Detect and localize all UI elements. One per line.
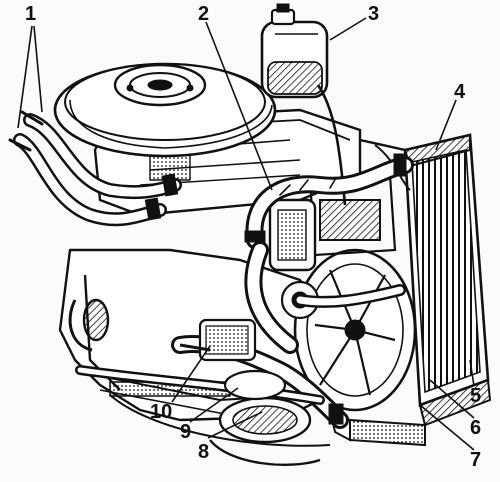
alternator-pulleys	[179, 318, 312, 444]
callout-8: 8	[198, 441, 210, 463]
callout-4: 4	[454, 81, 466, 103]
callout-9: 9	[180, 421, 192, 443]
callout-3: 3	[368, 3, 380, 25]
callout-1: 1	[25, 3, 37, 25]
air-filter	[53, 62, 277, 158]
callout-6: 6	[470, 417, 482, 439]
callout-5: 5	[470, 385, 482, 407]
oil-pan	[109, 394, 331, 467]
radiator	[328, 133, 492, 447]
leader-lines	[17, 17, 475, 451]
expansion-tank	[260, 3, 347, 206]
hose-clamps	[144, 153, 407, 425]
callout-2: 2	[198, 3, 210, 25]
callout-7: 7	[470, 449, 482, 471]
callout-10: 10	[150, 401, 173, 423]
